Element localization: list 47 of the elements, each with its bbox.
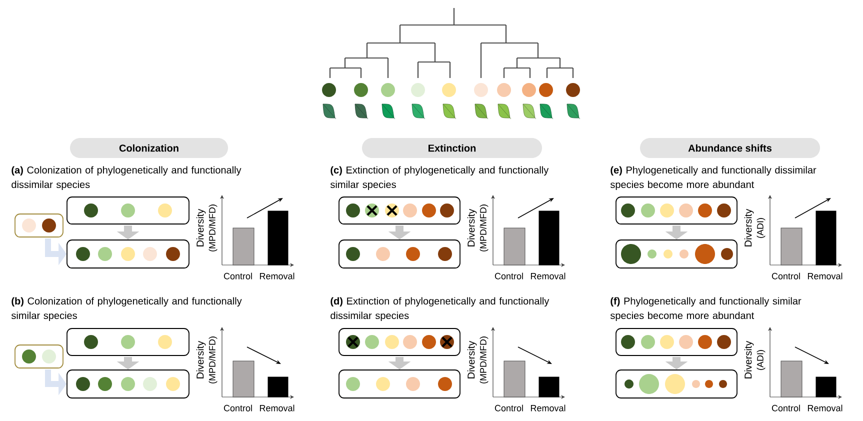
species-pool-box [14, 214, 64, 238]
community-box [66, 328, 190, 356]
community-box [66, 196, 190, 224]
category-label: Removal [808, 404, 842, 412]
category-label: Control [224, 272, 252, 280]
axis-label: (ADI) [756, 350, 766, 370]
section-header: Extinction [362, 138, 542, 158]
axis-label: (MPD/MFD) [208, 336, 218, 384]
category-label: Control [772, 272, 800, 280]
community-box [616, 370, 738, 398]
axis-label: Diversity [467, 208, 477, 246]
panel-title: (d) Extinction of phylogenetically and functionally dissimilar species [330, 297, 550, 322]
category-label: Control [494, 404, 523, 412]
category-label: Removal [260, 404, 294, 412]
community-box [338, 328, 460, 356]
category-label: Removal [808, 272, 842, 280]
axis-label: (MPD/MFD) [480, 336, 488, 384]
axis-label: Diversity [196, 340, 206, 378]
section-header: Colonization [70, 138, 228, 158]
panel-title: (a) Colonization of phylogenetically and functionally dissimilar species [12, 166, 242, 190]
community-box [616, 240, 738, 268]
axis-label: Diversity [196, 208, 206, 246]
axis-label: Diversity [467, 340, 477, 378]
community-box [616, 196, 738, 224]
panel-title: (c) Extinction of phylogenetically and functionally similar species [330, 166, 549, 190]
category-label: Control [772, 404, 800, 412]
community-box [616, 328, 738, 356]
category-label: Removal [530, 404, 566, 412]
community-box [338, 370, 460, 398]
axis-label: (MPD/MFD) [480, 204, 488, 252]
axis-label: (ADI) [756, 218, 766, 238]
category-label: Control [224, 404, 252, 412]
axis-label: Diversity [744, 208, 754, 246]
section-header: Abundance shifts [640, 138, 820, 158]
community-box [338, 196, 460, 224]
axis-label: Diversity [744, 340, 754, 378]
species-pool-box [14, 344, 64, 368]
community-box [338, 240, 460, 268]
community-box [66, 240, 190, 268]
community-box [66, 370, 190, 398]
axis-label: (MPD/MFD) [208, 204, 218, 252]
category-label: Removal [260, 272, 294, 280]
panel-title: (e) Phylogenetically and functionally dissimilar species become more abundant [610, 166, 816, 190]
category-label: Removal [530, 272, 566, 280]
panel-title: (f) Phylogenetically and functionally similar species become more abundant [610, 297, 802, 322]
panel-title: (b) Colonization of phylogenetically and functionally similar species [11, 297, 242, 322]
category-label: Control [494, 272, 523, 280]
